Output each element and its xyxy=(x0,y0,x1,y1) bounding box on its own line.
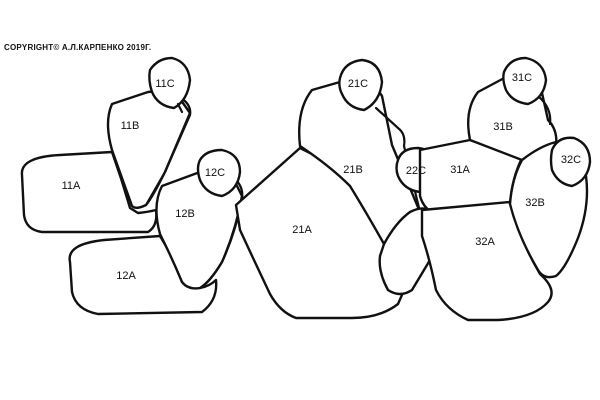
seat-11B-side xyxy=(144,94,192,207)
label-11A: 11A xyxy=(62,180,81,192)
rear-bench-right xyxy=(418,56,592,322)
seat-11 xyxy=(20,56,192,234)
rear-bench-left xyxy=(234,58,440,320)
label-12C: 12C xyxy=(205,167,225,179)
label-32A: 32A xyxy=(475,236,495,248)
label-31A: 31A xyxy=(450,164,470,176)
seat-11C-post xyxy=(176,102,184,114)
label-12A: 12A xyxy=(116,270,136,282)
seat-21B-side xyxy=(374,106,422,214)
seat-21C-headrest xyxy=(338,58,384,112)
label-21C: 21C xyxy=(348,78,368,90)
part-labels: 11C 11B 11A 12C 12B 12A 21C 21B 21A 22C … xyxy=(62,72,582,282)
seat-12 xyxy=(68,148,244,316)
label-11B: 11B xyxy=(121,120,140,132)
seat-31C-headrest xyxy=(502,56,548,106)
label-32B: 32B xyxy=(525,197,545,209)
seat-32C-headrest xyxy=(549,136,592,188)
seat-12A-cushion xyxy=(68,234,218,316)
label-11C: 11C xyxy=(155,78,174,90)
label-21A: 21A xyxy=(292,224,312,236)
seat-12C-headrest xyxy=(196,148,242,198)
copyright-notice: COPYRIGHT© А.Л.КАРПЕНКО 2019Г. xyxy=(4,43,152,52)
label-31B: 31B xyxy=(493,121,513,133)
label-12B: 12B xyxy=(175,208,195,220)
seat-11C-headrest xyxy=(148,56,192,110)
label-31C: 31C xyxy=(512,72,532,84)
seat-12B-side xyxy=(198,174,244,290)
label-21B: 21B xyxy=(343,164,363,176)
label-22C: 22C xyxy=(406,165,426,177)
seat-31B-side xyxy=(536,94,552,126)
seat-11A-cushion xyxy=(20,150,158,234)
label-32C: 32C xyxy=(561,154,581,166)
